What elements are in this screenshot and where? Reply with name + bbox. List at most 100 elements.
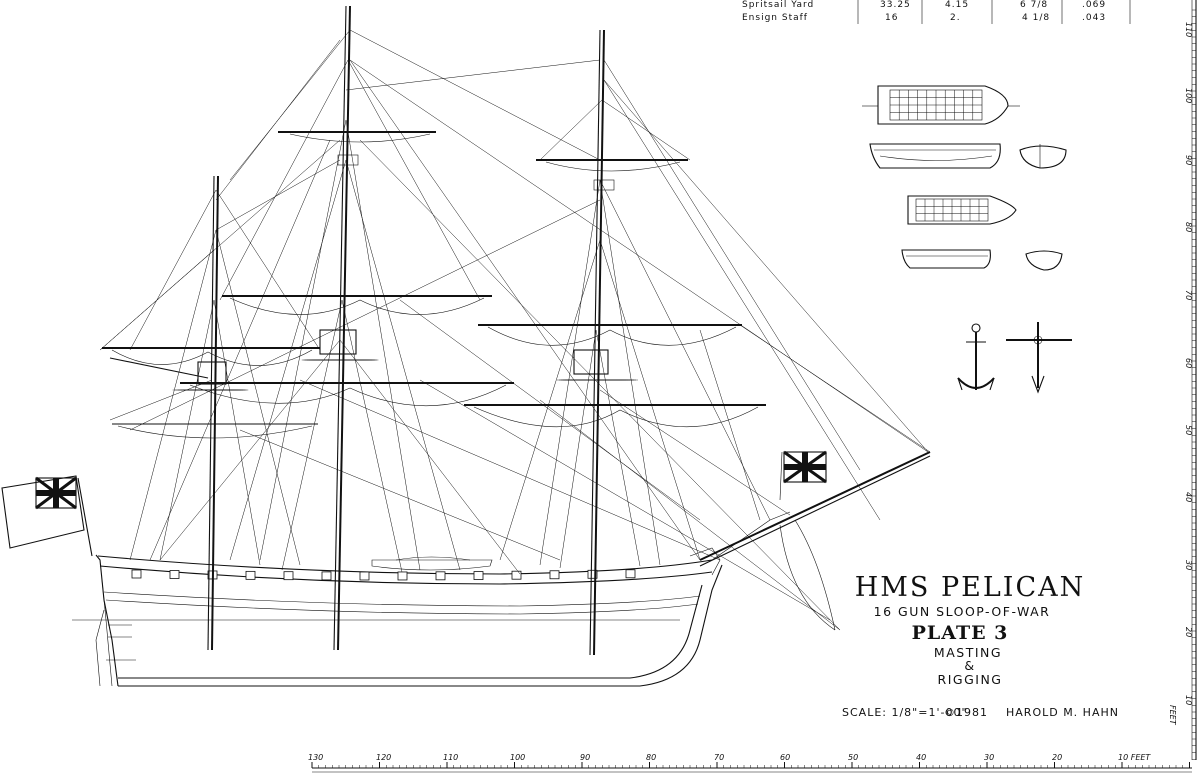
rigging-line: [595, 329, 641, 567]
side-scale-label: 110: [1184, 22, 1193, 37]
side-scale-unit: FEET: [1168, 705, 1177, 726]
rigging-line: [159, 299, 215, 561]
rigging-line: [219, 59, 349, 301]
table-cell: .043: [1082, 13, 1106, 23]
side-scale-label: 40: [1184, 492, 1193, 502]
longboat-profile: [869, 143, 1001, 169]
rigging-line: [215, 189, 321, 351]
title-block: HMS PELICAN 16 GUN SLOOP-OF-WAR PLATE 3 …: [855, 572, 1086, 687]
rigging-line: [349, 59, 929, 453]
rigging-line: [603, 79, 929, 453]
copyright-text: ©1981: [944, 706, 988, 719]
masts: [77, 5, 931, 656]
rigging-line: [399, 299, 701, 521]
ship-hull: [72, 511, 791, 687]
table-cell: .069: [1082, 0, 1106, 10]
spar-dimension-table: Spritsail Yard 33.25 4.15 6 7/8 .069 Ens…: [742, 0, 1131, 24]
rigging-line: [419, 379, 831, 621]
rigging-line: [281, 299, 343, 571]
bottom-scale-label: 40: [916, 753, 926, 762]
rigging-line: [215, 229, 301, 566]
rigging-line: [215, 159, 341, 231]
rigging-line: [129, 189, 217, 351]
bottom-scale-label: 120: [376, 753, 391, 762]
rigging-line: [99, 139, 341, 351]
gunport: [549, 570, 560, 580]
bottom-scale-label: 30: [984, 753, 994, 762]
bottom-scale-label: 130: [308, 753, 323, 762]
rigging-line: [239, 429, 561, 561]
gunport: [435, 571, 446, 581]
gunport: [321, 571, 332, 581]
rigging-line: [601, 99, 691, 161]
rigging-line: [159, 339, 341, 561]
plate-number: PLATE 3: [912, 622, 1009, 644]
bottom-scale: 130 120 110 100 90 80 70 60 50 40 30 20 …: [308, 753, 1192, 773]
side-scale-label: 50: [1184, 425, 1193, 435]
rigging-line: [599, 179, 771, 521]
gunport: [625, 569, 636, 579]
rigging-line: [347, 59, 481, 301]
rigging-line: [229, 29, 351, 181]
rigging-line: [739, 324, 931, 453]
gunport: [359, 571, 370, 581]
rigging-line: [149, 139, 331, 561]
union-jack-flag: [779, 450, 827, 501]
rigging: [99, 29, 931, 631]
side-scale-label: 20: [1184, 627, 1193, 637]
side-scale-label: 10: [1184, 695, 1193, 705]
rigging-line: [539, 399, 841, 631]
side-scale: 110 100 90 80 70 60 50 40 30 20 10 FEET: [1168, 0, 1197, 760]
gunport: [473, 571, 484, 580]
gunport: [511, 570, 522, 580]
yards: [102, 131, 766, 425]
rigging-line: [345, 159, 461, 571]
furled-sails: [111, 133, 836, 631]
rigging-line: [259, 119, 347, 561]
plate-subject-amp: &: [964, 658, 975, 673]
rigging-line: [349, 59, 701, 561]
rigging-line: [129, 199, 601, 431]
rigging-line: [603, 79, 881, 521]
rigging-line: [345, 59, 601, 91]
ship-type: 16 GUN SLOOP-OF-WAR: [874, 604, 1051, 619]
side-scale-label: 80: [1184, 222, 1193, 232]
rigging-line: [539, 99, 603, 161]
longboat-section: [1019, 144, 1067, 169]
gunport: [397, 571, 408, 581]
jolly-boat-plan: [907, 195, 1017, 225]
gunport: [169, 570, 180, 579]
rigging-line: [359, 139, 841, 631]
rigging-line: [599, 179, 661, 566]
bottom-scale-label: 70: [714, 753, 724, 762]
rigging-line: [341, 299, 403, 573]
rigging-line: [213, 299, 261, 566]
side-scale-label: 90: [1184, 155, 1193, 165]
bottom-scale-label: 110: [443, 753, 458, 762]
credit-line: SCALE: 1/8"=1'-00" ©1981 HAROLD M. HAHN: [842, 706, 1118, 719]
rigging-line: [599, 389, 791, 516]
rigging-line: [345, 119, 421, 571]
rigging-line: [599, 239, 701, 561]
rigging-line: [539, 179, 601, 566]
table-cell: 16: [885, 13, 898, 23]
side-scale-label: 60: [1184, 358, 1193, 368]
ensign-flag: [1, 475, 85, 549]
side-scale-label: 100: [1184, 88, 1193, 103]
scale-text: SCALE: 1/8"=1'-00": [842, 706, 968, 719]
rigging-line: [109, 379, 213, 421]
gunport: [587, 569, 598, 579]
side-scale-label: 30: [1184, 560, 1193, 570]
side-scale-label: 70: [1184, 290, 1193, 300]
bottom-scale-label: 100: [510, 753, 525, 762]
longboat-plan: [862, 85, 1020, 125]
table-cell: 33.25: [880, 0, 911, 10]
table-row-name: Ensign Staff: [742, 13, 808, 23]
table-cell: 6 7/8: [1020, 0, 1048, 10]
jolly-boat-profile: [901, 249, 991, 269]
ship-title: HMS PELICAN: [855, 572, 1086, 603]
rigging-line: [215, 39, 341, 201]
rigging-line: [603, 59, 861, 471]
bottom-scale-label: 60: [780, 753, 790, 762]
